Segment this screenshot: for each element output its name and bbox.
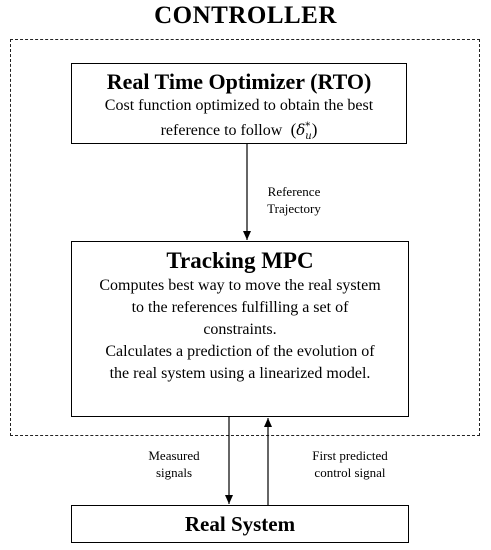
reference-trajectory-label: Reference Trajectory [254, 183, 334, 217]
delta-base: δ [296, 121, 306, 139]
rto-description: Cost function optimized to obtain the be… [72, 95, 406, 147]
measured-label-line-2: signals [155, 465, 193, 480]
controller-title: CONTROLLER [154, 2, 337, 29]
rto-desc-line-2: reference to follow (δ*u) [160, 120, 318, 142]
rto-desc-line-2-text: reference to follow [160, 122, 283, 139]
real-system-box: Real System [71, 505, 409, 543]
reference-label-line-2: Trajectory [267, 201, 321, 216]
real-system-title: Real System [184, 512, 296, 536]
reference-label-line-1: Reference [267, 184, 321, 199]
first-label-line-2: control signal [314, 465, 386, 480]
delta-symbol: δ*u [296, 121, 312, 142]
mpc-desc-line-2: to the references fulfilling a set of [131, 299, 349, 316]
measured-signals-label: Measured signals [126, 447, 222, 481]
first-predicted-control-label: First predicted control signal [280, 447, 420, 481]
first-label-line-1: First predicted [312, 448, 388, 463]
mpc-desc-line-3: constraints. [203, 321, 277, 338]
controller-boundary [10, 39, 480, 436]
mpc-title: Tracking MPC [166, 248, 314, 273]
delta-sub: u [305, 131, 312, 142]
measured-label-line-1: Measured [148, 448, 200, 463]
rto-title: Real Time Optimizer (RTO) [106, 69, 372, 94]
tracking-mpc-box: Tracking MPC Computes best way to move t… [71, 241, 409, 417]
rto-desc-line-1: Cost function optimized to obtain the be… [104, 97, 374, 114]
mpc-description: Computes best way to move the real syste… [72, 275, 408, 385]
mpc-desc-line-1: Computes best way to move the real syste… [99, 277, 381, 294]
delta-sup: * [305, 121, 311, 132]
mpc-desc-line-4: Calculates a prediction of the evolution… [105, 343, 375, 360]
mpc-desc-line-5: the real system using a linearized model… [109, 365, 371, 382]
rto-box: Real Time Optimizer (RTO) Cost function … [71, 63, 407, 144]
